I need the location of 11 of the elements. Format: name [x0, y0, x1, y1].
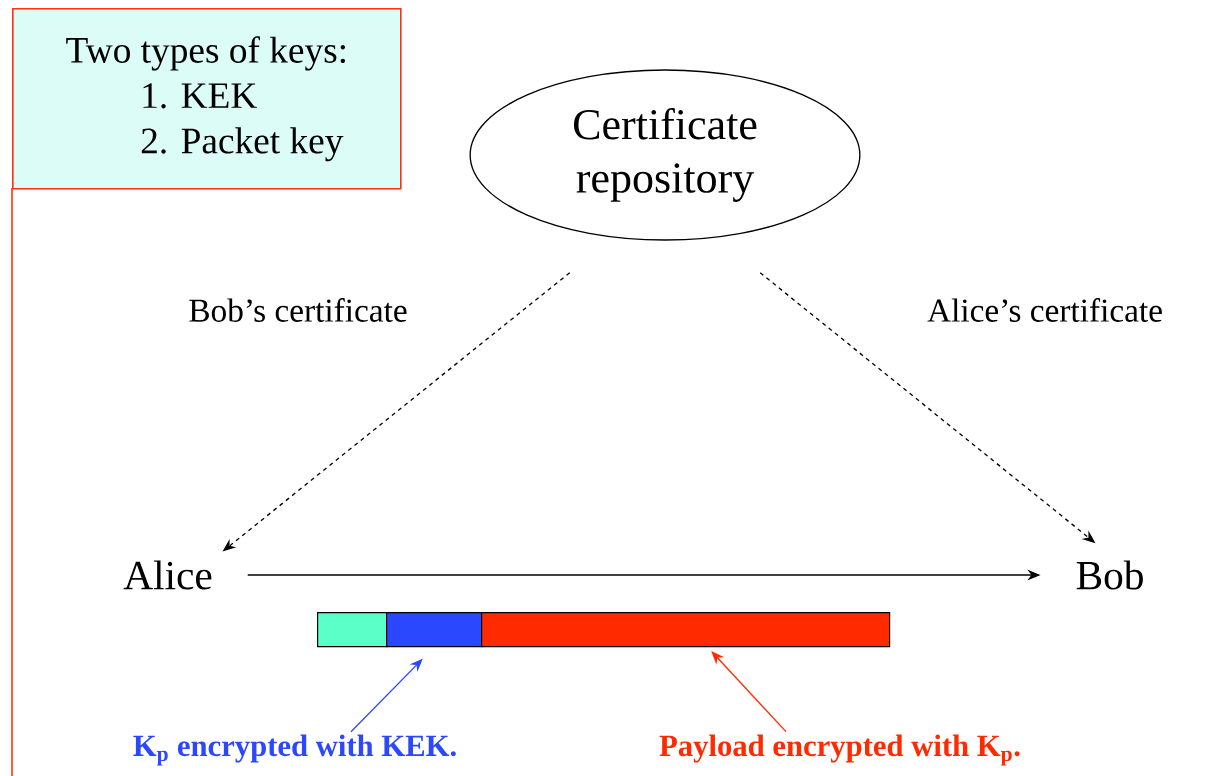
annotation-label: K$_{p}$ encrypted with KEK.	[133, 734, 456, 766]
edge-label: Bob’s certificate	[185, 295, 411, 325]
party-label: Bob	[1076, 560, 1143, 590]
edge-label: Alice’s certificate	[924, 295, 1166, 325]
packet-segment	[386, 612, 483, 648]
packet-segment	[481, 612, 891, 648]
party-label: Alice	[123, 560, 212, 590]
arrow	[711, 651, 787, 733]
packet-segment	[317, 612, 388, 648]
key-types-box: Two types of keys: 1. KEK 2. Packet key	[12, 8, 402, 190]
annotation-label: Payload encrypted with K$_{p}$.	[659, 734, 1020, 766]
